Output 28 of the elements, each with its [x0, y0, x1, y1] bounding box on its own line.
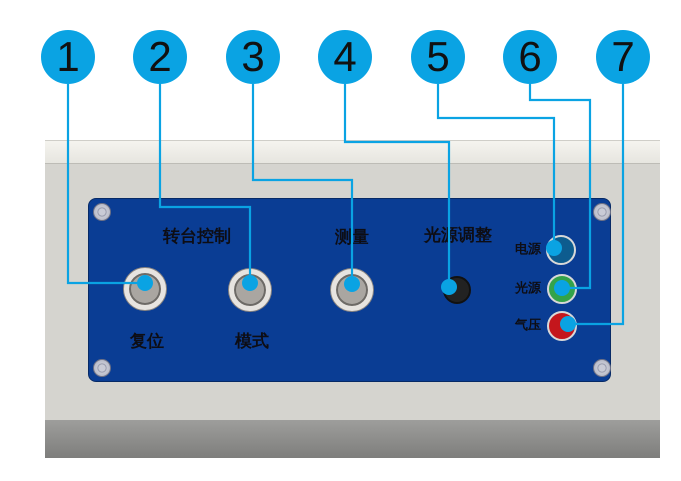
- callout-circle: [596, 30, 650, 84]
- control-label: 光源: [515, 282, 541, 296]
- callout-number: 3: [241, 36, 265, 78]
- callout-circle: [41, 30, 95, 84]
- callout-number: 2: [148, 36, 172, 78]
- callout-circle: [226, 30, 280, 84]
- group-label: 转台控制: [163, 228, 231, 246]
- control-label: 复位: [130, 332, 164, 352]
- callout-circle: [503, 30, 557, 84]
- leader-line: [66, 84, 153, 291]
- control-label: 测量: [335, 228, 369, 248]
- control-label: 电源: [515, 242, 541, 258]
- callout-circle: [318, 30, 372, 84]
- leader-line: [158, 84, 258, 291]
- callout-number: 6: [518, 36, 542, 78]
- control-label: 气压: [515, 318, 541, 334]
- callout-circle: [411, 30, 465, 84]
- leader-line: [560, 84, 624, 332]
- callout-number: 4: [333, 36, 357, 78]
- callout-number: 7: [611, 36, 635, 78]
- leader-line: [528, 84, 592, 296]
- callout-number: 1: [56, 36, 80, 78]
- callout-circle: [133, 30, 187, 84]
- leader-line: [344, 84, 457, 295]
- leader-line: [436, 84, 562, 256]
- control-label: 模式: [235, 332, 269, 352]
- leader-line: [252, 84, 360, 292]
- callout-number: 5: [426, 36, 450, 78]
